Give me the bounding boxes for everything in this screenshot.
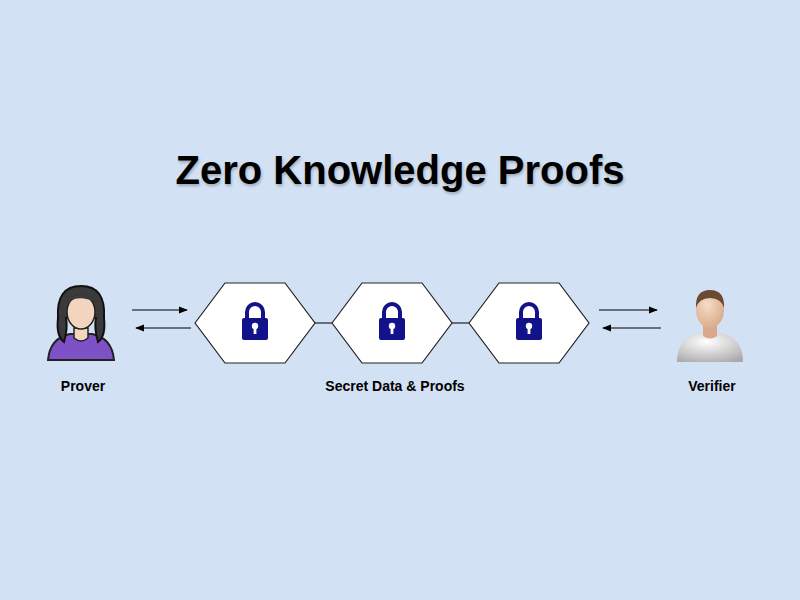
arrow-connector xyxy=(599,309,657,310)
node-label: Secret Data & Proofs xyxy=(193,378,597,394)
node-illustration xyxy=(193,280,593,370)
arrow-connector xyxy=(132,309,187,310)
verifier-figure: Verifier xyxy=(663,278,761,394)
diagram-title: Zero Knowledge Proofs xyxy=(0,148,800,193)
node-illustration xyxy=(665,278,755,368)
node-label: Verifier xyxy=(663,378,761,394)
node-label: Prover xyxy=(36,378,130,394)
secret-chain: Secret Data & Proofs xyxy=(193,280,597,394)
prover-figure: Prover xyxy=(36,278,130,394)
arrow-connector xyxy=(136,327,191,328)
arrow-connector xyxy=(603,327,661,328)
node-illustration xyxy=(36,278,126,368)
